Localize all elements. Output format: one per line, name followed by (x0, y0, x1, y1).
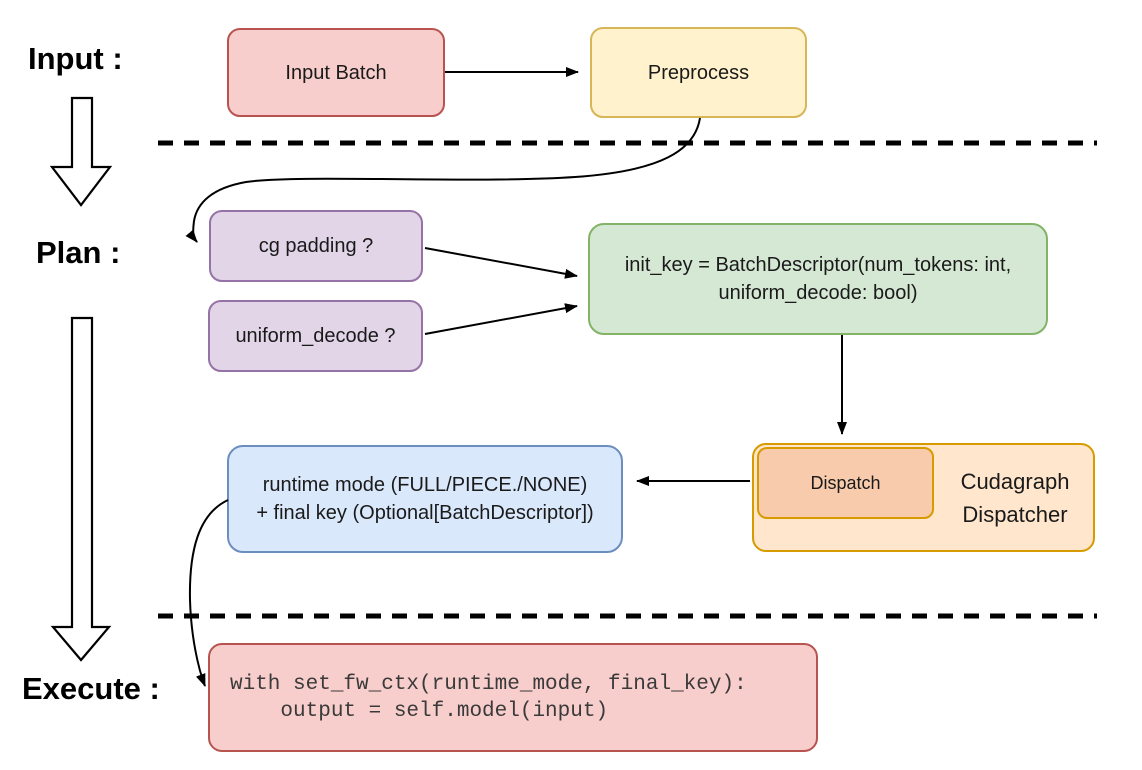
node-runtime-mode: runtime mode (FULL/PIECE./NONE) + final … (227, 445, 623, 553)
execute-code-line2: output = self.model(input) (230, 699, 609, 723)
arrow-cg-padding-to-init-key (424, 247, 578, 279)
node-uniform-decode: uniform_decode ? (208, 300, 423, 372)
node-runtime-mode-line2: + final key (Optional[BatchDescriptor]) (256, 502, 594, 524)
big-down-arrow-input-to-plan (49, 96, 113, 207)
node-preprocess-label: Preprocess (647, 61, 750, 84)
node-dispatch: Dispatch (757, 447, 934, 519)
node-cudagraph-dispatcher: Dispatch Cudagraph Dispatcher (752, 443, 1095, 552)
node-execute-code: with set_fw_ctx(runtime_mode, final_key)… (208, 643, 818, 752)
cudagraph-label-line1: Cudagraph (960, 468, 1070, 494)
node-input-batch: Input Batch (227, 28, 445, 117)
arrow-uniform-decode-to-init-key (424, 303, 578, 335)
node-init-key-line2: uniform_decode: bool) (718, 282, 918, 304)
node-init-key: init_key = BatchDescriptor(num_tokens: i… (588, 223, 1048, 335)
cudagraph-label-line2: Dispatcher (962, 501, 1068, 527)
section-label-execute: Execute : (22, 671, 160, 706)
node-preprocess: Preprocess (590, 27, 807, 118)
node-init-key-line1: init_key = BatchDescriptor(num_tokens: i… (624, 254, 1012, 276)
node-runtime-mode-line1: runtime mode (FULL/PIECE./NONE) (262, 474, 588, 496)
node-cg-padding-label: cg padding ? (258, 235, 374, 257)
node-uniform-decode-label: uniform_decode ? (235, 325, 396, 347)
section-label-plan: Plan : (36, 235, 121, 270)
big-down-arrow-plan-to-execute (50, 316, 112, 662)
section-label-input: Input : (28, 41, 123, 76)
execute-code-line1: with set_fw_ctx(runtime_mode, final_key)… (230, 672, 747, 696)
node-input-batch-label: Input Batch (285, 61, 387, 84)
node-dispatch-label: Dispatch (810, 473, 881, 493)
node-cudagraph-dispatcher-label: Cudagraph Dispatcher (937, 445, 1093, 550)
node-cg-padding: cg padding ? (209, 210, 423, 282)
